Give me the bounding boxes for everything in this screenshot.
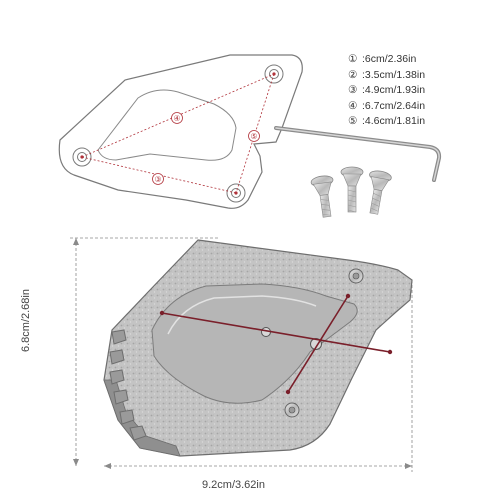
plate-bolt-bottom (284, 402, 300, 418)
spec-item: ② :3.5cm/1.38in (348, 68, 425, 84)
plate-measure-diagonal (287, 295, 349, 393)
plate-measure-horizontal (161, 312, 391, 353)
sidestand-plate (103, 239, 413, 457)
spec-number: ⑤ (348, 115, 358, 128)
outline-plate-shape (58, 54, 303, 209)
spec-item: ④ :6.7cm/2.64in (348, 99, 425, 115)
screw-hole-left (72, 147, 92, 167)
width-dimension-line (104, 280, 413, 472)
spec-number: ③ (348, 84, 358, 97)
marker-a: ④ (173, 114, 180, 123)
screw-3 (369, 170, 392, 215)
spec-number: ② (348, 68, 358, 81)
spec-value: :3.5cm/1.38in (362, 68, 426, 81)
outline-measure-markers: ④ ⑤ ③ (152, 112, 260, 185)
spec-value: :6cm/2.36in (362, 53, 417, 65)
spec-item: ③ :4.9cm/1.93in (348, 83, 425, 99)
sidestand-plate-ribs (109, 329, 147, 441)
sidestand-plate-recess-inner (167, 295, 317, 335)
spec-number: ① (348, 53, 358, 65)
marker-c: ③ (154, 175, 161, 184)
width-dimension-label: 9.2cm/3.62in (202, 479, 265, 491)
hex-key (274, 126, 442, 182)
spec-item: ① :6cm/2.36in (348, 52, 425, 68)
spec-value: :6.7cm/2.64in (362, 99, 426, 112)
screws (310, 166, 392, 218)
screw-1 (310, 175, 334, 218)
spec-item: ⑤ :4.6cm/1.81in (348, 114, 425, 130)
outline-plate (58, 54, 303, 209)
spec-value: :4.9cm/1.93in (362, 84, 426, 97)
height-dimension-label: 6.8cm/2.68in (20, 289, 32, 352)
marker-b: ⑤ (250, 132, 257, 141)
outline-plate-cutout (97, 89, 237, 161)
dimension-spec-list: ① :6cm/2.36in ② :3.5cm/1.38in ③ :4.9cm/1.93… (348, 52, 425, 130)
sidestand-plate-recess (151, 283, 358, 404)
height-dimension-line (70, 237, 220, 466)
measure-line-b (235, 73, 275, 194)
spec-number: ④ (348, 99, 358, 112)
spec-value: :4.6cm/1.81in (362, 115, 426, 128)
plate-bolt-top-right (348, 268, 364, 284)
screw-2 (340, 166, 364, 213)
screw-hole-bottom (226, 183, 246, 203)
outline-screw-holes (72, 64, 284, 203)
plate-measure-lines (159, 293, 393, 395)
